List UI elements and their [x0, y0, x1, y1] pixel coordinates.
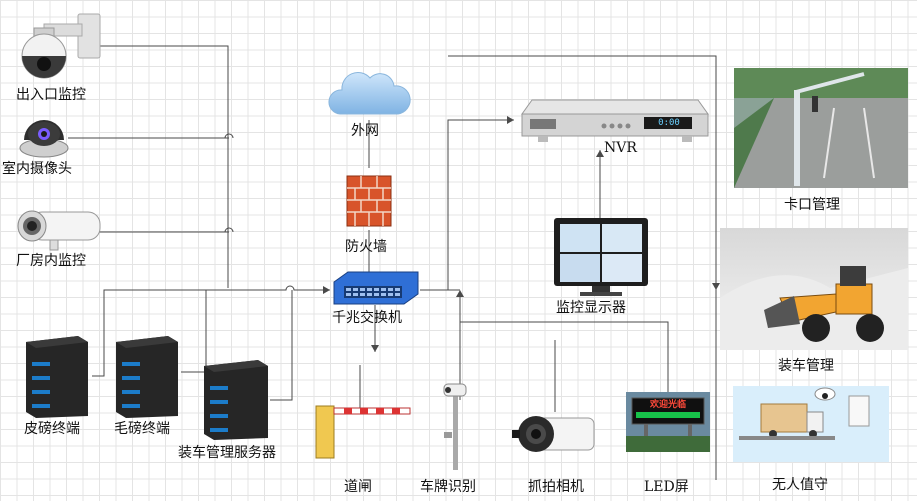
nvr: 0:00: [518, 92, 712, 148]
firewall-label: 防火墙: [345, 239, 387, 255]
loading-server-label: 装车管理服务器: [178, 445, 276, 461]
entrance-camera-label: 出入口监控: [16, 87, 86, 103]
led-screen-icon: [626, 392, 710, 452]
plate-recognition-label: 车牌识别: [420, 479, 476, 495]
unattended-photo: [733, 386, 889, 462]
indoor-camera: [16, 110, 72, 160]
gross-weight-terminal: [112, 332, 182, 420]
plate-camera-pole-icon: [443, 383, 467, 470]
monitor-icon: [554, 218, 648, 296]
cloud-icon: [328, 72, 411, 115]
nvr-display-readout: 0:00: [658, 118, 680, 128]
monitor-display-label: 监控显示器: [556, 300, 626, 316]
wire-top-right: [448, 55, 717, 290]
checkpoint-label: 卡口管理: [784, 197, 840, 213]
capture-camera-label: 抓拍相机: [528, 479, 584, 495]
wire-switch-nvr: [420, 119, 514, 291]
network-switch-icon: [333, 271, 419, 305]
plate-recognition: [440, 380, 470, 472]
wire-loading-server: [270, 290, 293, 401]
entrance-camera: [12, 4, 107, 86]
loader-label: 装车管理: [778, 358, 834, 374]
wire-entrance-camera: [100, 45, 229, 288]
loading-server: [200, 356, 272, 442]
wire-servers: [92, 285, 330, 377]
nvr-device-icon: [521, 99, 709, 142]
weighbridge-terminal: [22, 332, 92, 420]
ptz-camera-icon: [21, 13, 101, 79]
led-screen: 欢迎光临: [626, 392, 710, 452]
gross-weight-terminal-label: 毛磅终端: [114, 421, 170, 437]
switch-label: 千兆交换机: [332, 310, 402, 326]
internet-label: 外网: [351, 123, 379, 139]
server-tower-icon: [204, 360, 268, 440]
dome-camera-icon: [19, 120, 69, 158]
firewall: [341, 170, 397, 230]
server-tower-icon: [116, 336, 178, 418]
factory-camera-label: 厂房内监控: [16, 253, 86, 269]
capture-camera-icon: [512, 416, 595, 452]
checkpoint-road-image: [734, 68, 908, 188]
checkpoint-photo: [734, 68, 908, 188]
unattended-truck-image: [733, 386, 889, 462]
led-screen-text: 欢迎光临: [649, 400, 686, 410]
unattended-label: 无人值守: [772, 477, 828, 493]
barrier-gate-icon: [315, 405, 411, 459]
loader-photo: [720, 228, 908, 350]
internet-cloud: [326, 66, 412, 122]
firewall-icon: [346, 175, 392, 227]
wire-led: [460, 321, 669, 400]
factory-camera: [10, 200, 102, 252]
weighbridge-terminal-label: 皮磅终端: [24, 421, 80, 437]
capture-camera: [510, 410, 596, 460]
barrier-gate-label: 道闸: [344, 479, 372, 495]
indoor-camera-label: 室内摄像头: [2, 161, 72, 177]
gigabit-switch: [330, 270, 422, 306]
led-screen-label: LED屏: [644, 479, 689, 495]
loader-vehicle-image: [720, 228, 908, 350]
barrier-gate: [314, 398, 414, 460]
monitor-display: [552, 216, 650, 298]
server-tower-icon: [26, 336, 88, 418]
nvr-label: NVR: [604, 140, 637, 156]
bullet-camera-icon: [17, 210, 101, 251]
